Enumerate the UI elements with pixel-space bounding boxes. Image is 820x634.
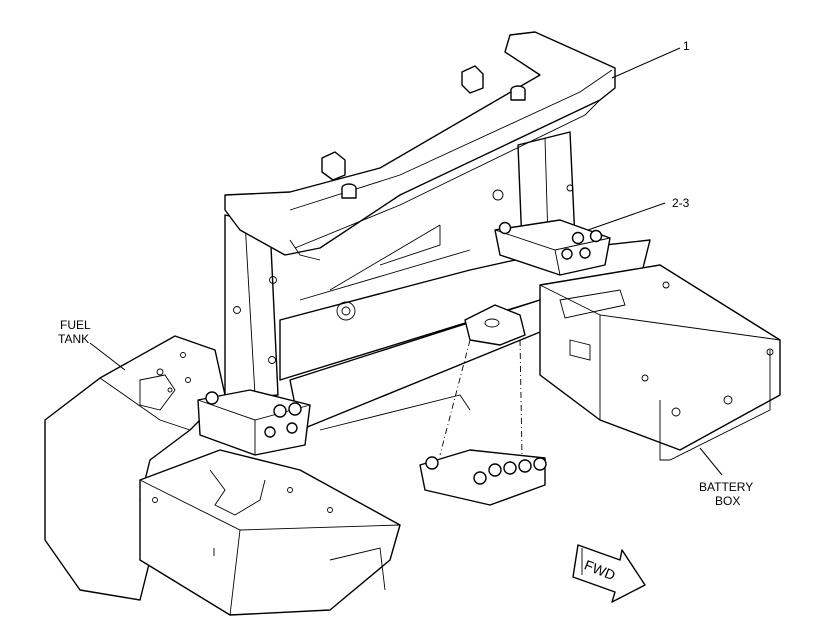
battery-box xyxy=(539,264,781,461)
right-rops-post xyxy=(492,131,611,276)
left-rops-post xyxy=(197,214,311,456)
rops-crossbar xyxy=(224,31,616,261)
center-mount-bracket xyxy=(419,304,547,506)
callout-1: 1 xyxy=(683,39,690,53)
leader-fuel-tank xyxy=(89,342,126,371)
leader-battery-box xyxy=(699,447,723,476)
battery-box-label-line2: BOX xyxy=(715,494,740,508)
fuel-tank xyxy=(44,335,226,601)
battery-box-label-line1: BATTERY xyxy=(699,480,753,494)
leader-lines xyxy=(89,47,723,476)
front-base-mount xyxy=(139,449,401,616)
fuel-tank-label-line1: FUEL xyxy=(60,318,91,332)
forward-arrow-icon: FWD xyxy=(572,544,646,603)
callout-2-3: 2-3 xyxy=(672,196,690,210)
fuel-tank-label-line2: TANK xyxy=(58,332,89,346)
leader-item-1 xyxy=(611,47,681,79)
leader-item-2-3 xyxy=(587,202,666,231)
